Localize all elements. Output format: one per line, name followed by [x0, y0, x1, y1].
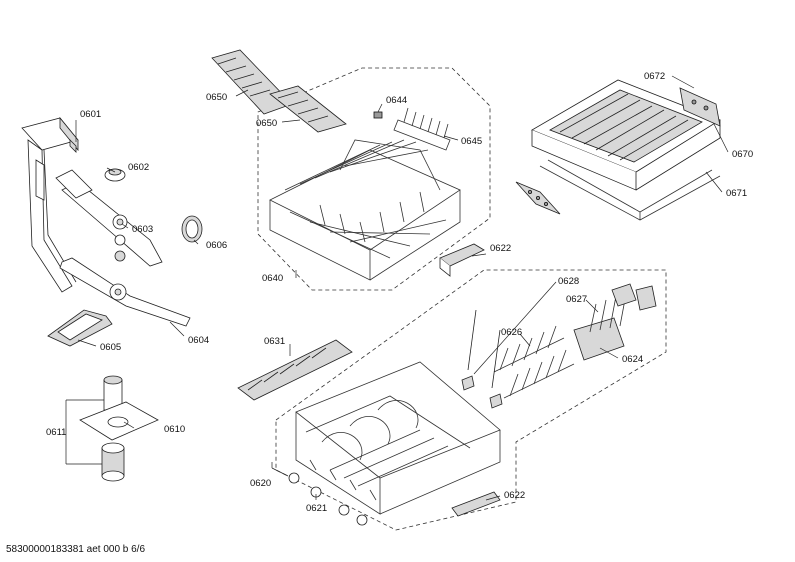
cup-shelf-left	[211, 49, 293, 115]
label-0631: 0631	[264, 336, 285, 347]
fine-filter-disk	[181, 215, 203, 243]
side-rack	[573, 283, 657, 361]
label-0621: 0621	[306, 503, 327, 514]
spray-arm-upper	[55, 169, 163, 267]
label-0611: 0611	[46, 427, 66, 438]
basket-wheels	[288, 472, 368, 526]
cutlery-drawer	[531, 79, 721, 191]
spray-supply-pipe	[21, 116, 79, 293]
cutlery-drawer-rail	[539, 159, 721, 221]
label-0628: 0628	[558, 276, 579, 287]
handle-upper	[439, 243, 485, 277]
label-0610: 0610	[164, 424, 185, 435]
cup-shelf-right	[269, 85, 347, 133]
rack-clip	[373, 111, 383, 119]
label-0650-left: 0650	[206, 92, 227, 103]
lower-basket-outline	[275, 269, 667, 531]
spray-arm-lower	[59, 257, 191, 327]
label-0604: 0604	[188, 335, 209, 346]
label-0603: 0603	[132, 224, 153, 235]
label-0601: 0601	[80, 109, 101, 120]
spray-arm-bearing	[104, 168, 126, 182]
label-0671: 0671	[726, 188, 747, 199]
label-0645: 0645	[461, 136, 482, 147]
handle-lower	[451, 491, 501, 517]
label-0640: 0640	[262, 273, 283, 284]
microfilter-plate	[47, 309, 113, 347]
knife-rack	[393, 107, 451, 151]
drawer-end-cap	[515, 181, 561, 215]
lower-basket	[295, 361, 501, 515]
leader-lines	[65, 75, 729, 501]
label-0672: 0672	[644, 71, 665, 82]
label-0627: 0627	[566, 294, 587, 305]
label-0606: 0606	[206, 240, 227, 251]
drawer-handle-right	[679, 87, 721, 127]
label-0622-lower: 0622	[504, 490, 525, 501]
label-0605: 0605	[100, 342, 121, 353]
label-0650-right: 0650	[256, 118, 277, 129]
label-0620: 0620	[250, 478, 271, 489]
upper-basket-outline	[257, 67, 491, 291]
cup-shelf-lower	[237, 339, 353, 401]
coarse-filter	[101, 442, 125, 482]
rack-hinge-parts	[461, 309, 503, 409]
label-0602: 0602	[128, 162, 149, 173]
label-0622-upper: 0622	[490, 243, 511, 254]
document-id: 58300000183381 aet 000 b 6/6	[6, 544, 145, 555]
label-0626: 0626	[501, 327, 522, 338]
upper-basket	[269, 139, 461, 281]
plate-rack-folding	[493, 325, 575, 399]
label-0624: 0624	[622, 354, 643, 365]
label-0670: 0670	[732, 149, 753, 160]
label-0644: 0644	[386, 95, 407, 106]
filter-cylinder	[79, 375, 159, 441]
